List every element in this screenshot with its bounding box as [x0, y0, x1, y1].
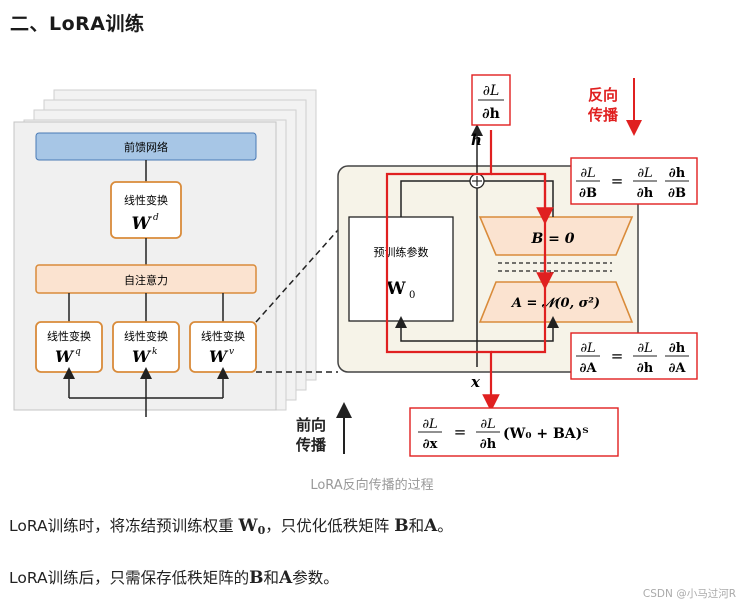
pretrained-weights-box	[348, 216, 454, 322]
grad-b-r1-den: ∂h	[637, 186, 654, 201]
paragraph-1: LoRA训练时，将冻结预训练权重 W0，只优化低秩矩阵 B和A。	[9, 514, 453, 537]
linear-v-label: 线性变换	[201, 329, 245, 343]
forward-label-1: 前向	[296, 416, 326, 434]
grad-a-r1-num: ∂L	[637, 341, 652, 356]
para1-text-1: LoRA训练时，将冻结预训练权重	[9, 517, 239, 535]
pretrained-label: 预训练参数	[374, 245, 429, 259]
forward-label-2: 传播	[295, 436, 327, 454]
grad-a-r2-num: ∂h	[669, 341, 686, 356]
grad-x-rest: (W₀ + BA)ᵀ	[503, 426, 589, 442]
grad-x-eq: =	[454, 423, 467, 441]
grad-a-r2-den: ∂A	[668, 361, 686, 376]
para1-text-4: 。	[437, 517, 453, 535]
linear-k-label: 线性变换	[124, 329, 168, 343]
grad-b-lhs-num: ∂L	[580, 166, 595, 181]
grad-x-lhs-num: ∂L	[422, 417, 437, 432]
grad-x-equation	[409, 407, 619, 457]
matrix-b	[478, 216, 634, 256]
x-label: x	[470, 373, 481, 391]
grad-a-eq: =	[611, 347, 624, 365]
grad-a-lhs-num: ∂L	[580, 341, 595, 356]
b-eq: B = 0	[530, 231, 574, 247]
grad-b-r2-den: ∂B	[668, 186, 686, 201]
para1-text-2: ，只优化低秩矩阵	[265, 517, 395, 535]
linear-q-label: 线性变换	[47, 329, 91, 343]
paragraph-2: LoRA训练后，只需保存低秩矩阵的B和A参数。	[9, 566, 339, 588]
grad-h-den: ∂h	[482, 106, 500, 122]
figure-caption: LoRA反向传播的过程	[310, 478, 434, 493]
w-d-sup: d	[153, 213, 159, 223]
a-eq: A = 𝒩(0, σ²)	[510, 296, 600, 311]
h-label: h	[471, 131, 482, 149]
para1-a: A	[424, 516, 438, 536]
grad-x-r1-den: ∂h	[480, 437, 497, 452]
w0-sub: 0	[409, 290, 415, 301]
section-heading: 二、LoRA训练	[10, 13, 145, 35]
w-v-sup: v	[229, 347, 234, 357]
grad-x-lhs-den: ∂x	[423, 437, 438, 452]
para1-b: B	[394, 516, 409, 536]
w-d-symbol: W	[131, 214, 152, 234]
csdn-watermark: CSDN @小马过河R	[642, 588, 736, 600]
para2-text-2: 和	[263, 569, 279, 587]
backward-label-2: 传播	[587, 106, 619, 124]
para1-text-3: 和	[408, 517, 425, 535]
w-k-symbol: W	[132, 347, 152, 366]
grad-h-num: ∂L	[483, 83, 500, 99]
w-v-symbol: W	[209, 347, 229, 366]
grad-b-r1-num: ∂L	[637, 166, 652, 181]
w-q-symbol: W	[55, 347, 75, 366]
lora-diagram: 前馈网络 线性变换 W d 自注意力 线性变换 W q 线性变换 W k 线性变…	[0, 60, 744, 480]
linear-d-label: 线性变换	[124, 193, 168, 207]
grad-a-r1-den: ∂h	[637, 361, 654, 376]
w0-symbol: W	[385, 279, 406, 299]
para2-a: A	[278, 568, 293, 588]
para1-w0: W	[238, 516, 258, 536]
para1-w0-sub: 0	[257, 524, 266, 537]
w-q-sup: q	[75, 347, 81, 357]
grad-b-r2-num: ∂h	[669, 166, 686, 181]
lora-diagram-svg: 前馈网络 线性变换 W d 自注意力 线性变换 W q 线性变换 W k 线性变…	[13, 74, 698, 457]
feedforward-label: 前馈网络	[124, 140, 168, 154]
para2-text-1: LoRA训练后，只需保存低秩矩阵的	[9, 569, 250, 587]
grad-b-eq: =	[611, 172, 624, 190]
backward-label-1: 反向	[588, 86, 618, 104]
para2-b: B	[249, 568, 264, 588]
grad-x-r1-num: ∂L	[480, 417, 495, 432]
grad-a-lhs-den: ∂A	[579, 361, 597, 376]
backprop-path	[385, 130, 500, 412]
rank-r: r	[549, 270, 554, 280]
matrix-a	[478, 281, 634, 323]
self-attention-label: 自注意力	[124, 273, 168, 287]
w-k-sup: k	[152, 347, 157, 357]
grad-b-lhs-den: ∂B	[579, 186, 597, 201]
para2-text-3: 参数。	[292, 569, 339, 587]
